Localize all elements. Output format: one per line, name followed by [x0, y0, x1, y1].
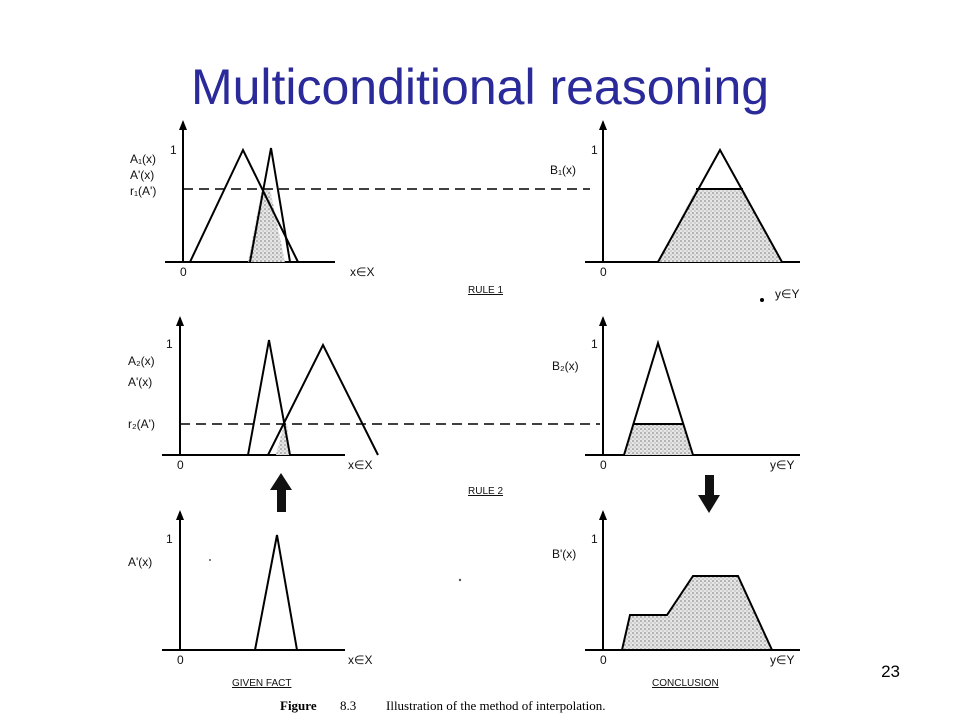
axis-label: x∈X	[348, 458, 372, 472]
tick-one: 1	[166, 532, 173, 546]
label-b-prime: B'(x)	[552, 547, 576, 561]
page-number: 23	[881, 662, 900, 681]
panel-conclusion: 1 B'(x) 0 y∈Y	[552, 510, 800, 667]
curve-a-prime	[247, 339, 291, 456]
curve-a1	[189, 147, 299, 263]
curve-b1	[657, 147, 783, 263]
panel-given-fact: 1 A'(x) 0 x∈X	[128, 510, 372, 667]
label-a-prime: A'(x)	[128, 375, 152, 389]
label-b1: B₁(x)	[550, 163, 576, 177]
arrow-down-icon	[698, 475, 720, 513]
shaded-area-b2	[624, 424, 693, 455]
label-b2: B₂(x)	[552, 359, 579, 373]
origin-label: 0	[177, 653, 184, 667]
curve-a2	[267, 342, 379, 456]
axis-label: y∈Y	[770, 458, 794, 472]
origin-label: 0	[600, 458, 607, 472]
label-a-prime: A'(x)	[130, 168, 154, 182]
tick-one: 1	[166, 337, 173, 351]
axis-label: y∈Y	[775, 287, 799, 301]
label-r2: r₂(A')	[128, 417, 155, 431]
origin-label: 0	[177, 458, 184, 472]
curve-a-prime	[254, 534, 298, 651]
panel-rule2-consequent: 1 B₂(x) 0 y∈Y	[552, 316, 800, 472]
panel-rule2-antecedent: 1 A₂(x) A'(x) r₂(A') 0 x∈X	[128, 316, 600, 472]
tick-one: 1	[591, 532, 598, 546]
origin-label: 0	[600, 653, 607, 667]
slide-title: Multiconditional reasoning	[190, 59, 770, 115]
caption-text: Illustration of the method of interpolat…	[386, 698, 606, 713]
arrow-up-icon	[270, 473, 292, 512]
curve-b2	[623, 339, 694, 456]
curve-a-prime	[249, 147, 291, 263]
axis-label: x∈X	[348, 653, 372, 667]
label-a2: A₂(x)	[128, 354, 155, 368]
shaded-area-conclusion	[620, 575, 774, 651]
shaded-area-a1	[248, 189, 285, 262]
panel-rule1-antecedent: 1 A₁(x) A'(x) r₁(A') 0 x∈X	[130, 120, 590, 279]
label-a1: A₁(x)	[130, 152, 156, 166]
panel-rule1-consequent: 1 B₁(x) 0 y∈Y	[550, 120, 800, 302]
given-fact-label: GIVEN FACT	[232, 678, 291, 689]
tick-one: 1	[591, 337, 598, 351]
tick-one: 1	[591, 143, 598, 157]
rule1-label: RULE 1	[468, 285, 503, 296]
shaded-area-b1	[658, 189, 782, 262]
rule2-label: RULE 2	[468, 486, 503, 497]
origin-label: 0	[600, 265, 607, 279]
origin-label: 0	[180, 265, 187, 279]
caption-label: Figure	[280, 698, 317, 713]
label-r1: r₁(A')	[130, 184, 156, 198]
caption-number: 8.3	[340, 698, 356, 713]
label-a-prime: A'(x)	[128, 555, 152, 569]
tick-one: 1	[170, 143, 177, 157]
conclusion-label: CONCLUSION	[652, 678, 719, 689]
axis-label: y∈Y	[770, 653, 794, 667]
axis-label: x∈X	[350, 265, 374, 279]
